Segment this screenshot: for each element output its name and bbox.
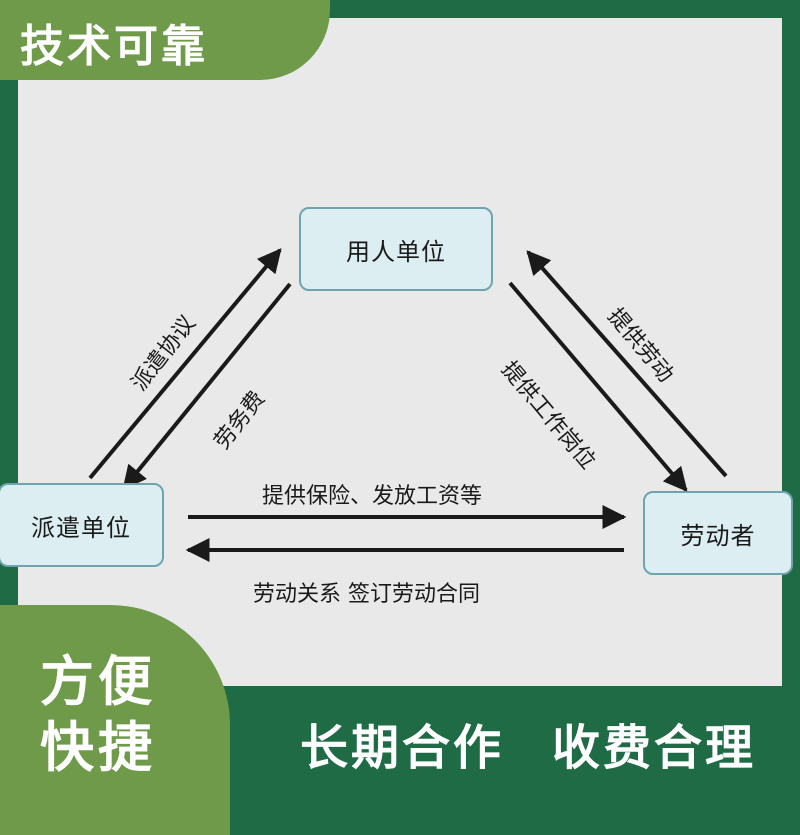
badge-top-left: 技术可靠 <box>0 0 330 80</box>
badge-bottom-left-line2: 快捷 <box>40 716 156 779</box>
slogan-reasonable-fee: 收费合理 <box>552 720 757 776</box>
bottom-banner: 长期合作 收费合理 <box>260 686 800 800</box>
arrows-layer <box>88 248 728 562</box>
slogan-long-term: 长期合作 <box>300 720 505 776</box>
arrow-dispatch-agreement <box>88 248 282 480</box>
arrow-provide-job <box>508 281 688 492</box>
label-provide-insurance: 提供保险、发放工资等 <box>262 484 483 509</box>
badge-top-text: 技术可靠 <box>20 21 208 72</box>
node-laborer: 劳动者 <box>643 491 793 575</box>
badge-bottom-left-line1: 方便 <box>40 650 156 713</box>
node-dispatcher: 派遣单位 <box>0 483 164 567</box>
arrow-labor-fee <box>122 282 292 490</box>
badge-bottom-left: 方便 快捷 <box>0 605 230 835</box>
node-employer: 用人单位 <box>299 207 493 291</box>
label-labor-relation: 劳动关系 签订劳动合同 <box>253 582 480 607</box>
diagram-canvas: 用人单位 派遣单位 劳动者 派遣协议 劳务费 提供劳动 提供工作岗位 提供保险、… <box>0 18 793 686</box>
arrow-provide-labor <box>526 250 728 478</box>
